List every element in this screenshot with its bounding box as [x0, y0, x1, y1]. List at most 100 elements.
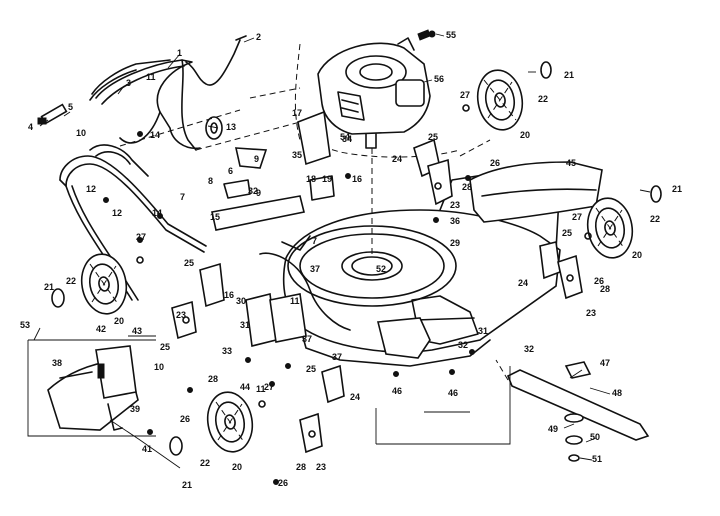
callout-22b: 22: [650, 214, 660, 224]
callout-23d: 23: [316, 462, 326, 472]
callout-16: 16: [352, 174, 362, 184]
callout-43: 43: [132, 326, 142, 336]
height-adjuster-front-left: [171, 262, 225, 340]
callout-21: 21: [564, 70, 574, 80]
callout-22: 22: [538, 94, 548, 104]
callout-51: 51: [592, 454, 602, 464]
callout-14: 14: [150, 130, 160, 140]
callout-5: 5: [68, 102, 73, 112]
callout-9: 9: [254, 154, 259, 164]
wheel-rear-right: [586, 197, 634, 259]
callout-7: 7: [180, 192, 185, 202]
callout-26d: 26: [278, 478, 288, 488]
upper-handle: [95, 59, 201, 151]
callout-27: 27: [460, 90, 470, 100]
callout-50: 50: [590, 432, 600, 442]
callout-28: 28: [462, 182, 472, 192]
callout-7b: 7: [312, 236, 317, 246]
callout-17: 17: [292, 108, 302, 118]
callout-25e: 25: [306, 364, 316, 374]
callout-32: 32: [458, 340, 468, 350]
inset-cover-assembly: [27, 339, 156, 437]
callout-13: 13: [226, 122, 236, 132]
height-adjuster-rear-right: [539, 241, 583, 300]
rear-deflector: [469, 161, 603, 223]
callout-54: 54: [340, 132, 350, 142]
callout-34: 34: [342, 134, 352, 144]
callout-22d: 22: [200, 458, 210, 468]
callout-2: 2: [256, 32, 261, 42]
height-adjuster-rear-left: [413, 138, 453, 206]
callout-23b: 23: [586, 308, 596, 318]
callout-38: 38: [52, 358, 62, 368]
callout-25c: 25: [184, 258, 194, 268]
callout-20d: 20: [232, 462, 242, 472]
center-brackets: [211, 110, 335, 347]
callout-11: 11: [146, 72, 156, 82]
callout-21c: 21: [44, 282, 54, 292]
callout-12: 12: [86, 184, 96, 194]
callout-22c: 22: [66, 276, 76, 286]
hubcaps: [51, 61, 662, 456]
callout-26c: 26: [180, 414, 190, 424]
callout-48: 48: [612, 388, 622, 398]
mower-deck: [282, 165, 561, 367]
callout-49: 49: [548, 424, 558, 434]
height-adjuster-front-right: [299, 364, 345, 454]
callout-30: 30: [236, 296, 246, 306]
callout-24: 24: [392, 154, 402, 164]
callout-33: 33: [222, 346, 232, 356]
callout-11c: 11: [256, 384, 266, 394]
wheel-front-left: [80, 253, 128, 315]
callout-37b: 37: [302, 334, 312, 344]
callout-3: 3: [126, 78, 131, 88]
callout-28c: 28: [208, 374, 218, 384]
callout-25d: 25: [160, 342, 170, 352]
callout-8: 8: [208, 176, 213, 186]
callout-26b: 26: [594, 276, 604, 286]
callout-23c: 23: [176, 310, 186, 320]
callout-25: 25: [428, 132, 438, 142]
engine: [317, 29, 431, 149]
callout-52: 52: [376, 264, 386, 274]
wheel-rear-right-top: [476, 69, 524, 131]
callout-39: 39: [130, 404, 140, 414]
callout-18: 18: [306, 174, 316, 184]
callout-46: 46: [392, 386, 402, 396]
callout-55: 55: [446, 30, 456, 40]
callout-15: 15: [210, 212, 220, 222]
callout-31b: 31: [240, 320, 250, 330]
callout-21b: 21: [672, 184, 682, 194]
handle-control-bar: [89, 59, 171, 101]
blade: [506, 361, 650, 462]
callout-1: 1: [177, 48, 182, 58]
bracket-lines: [109, 335, 511, 469]
throttle-cable: [185, 35, 247, 86]
callout-47: 47: [600, 358, 610, 368]
callout-53: 53: [20, 320, 30, 330]
callout-23: 23: [450, 200, 460, 210]
callout-9b: 9: [256, 188, 261, 198]
handle-bolt-5: [37, 103, 68, 125]
assembly-lines: [119, 87, 509, 381]
callout-27c: 27: [136, 232, 146, 242]
callout-20: 20: [520, 130, 530, 140]
engine-shroud-outline: [294, 43, 461, 158]
callout-14b: 14: [152, 208, 162, 218]
callout-12b: 12: [112, 208, 122, 218]
callout-24c: 24: [350, 392, 360, 402]
callout-6: 6: [228, 166, 233, 176]
callout-36: 36: [450, 216, 460, 226]
callout-28d: 28: [296, 462, 306, 472]
callout-labels: 1 2 3 4 5 6 7 7 8 9 9 10 10 11 11 11 12 …: [20, 30, 682, 490]
callout-11b: 11: [290, 296, 300, 306]
callout-20b: 20: [632, 250, 642, 260]
side-discharge-plate: [376, 317, 431, 359]
callout-24b: 24: [518, 278, 528, 288]
callout-46b: 46: [448, 388, 458, 398]
callout-27b: 27: [572, 212, 582, 222]
callout-28b: 28: [600, 284, 610, 294]
callout-26: 26: [490, 158, 500, 168]
callout-41: 41: [142, 444, 152, 454]
